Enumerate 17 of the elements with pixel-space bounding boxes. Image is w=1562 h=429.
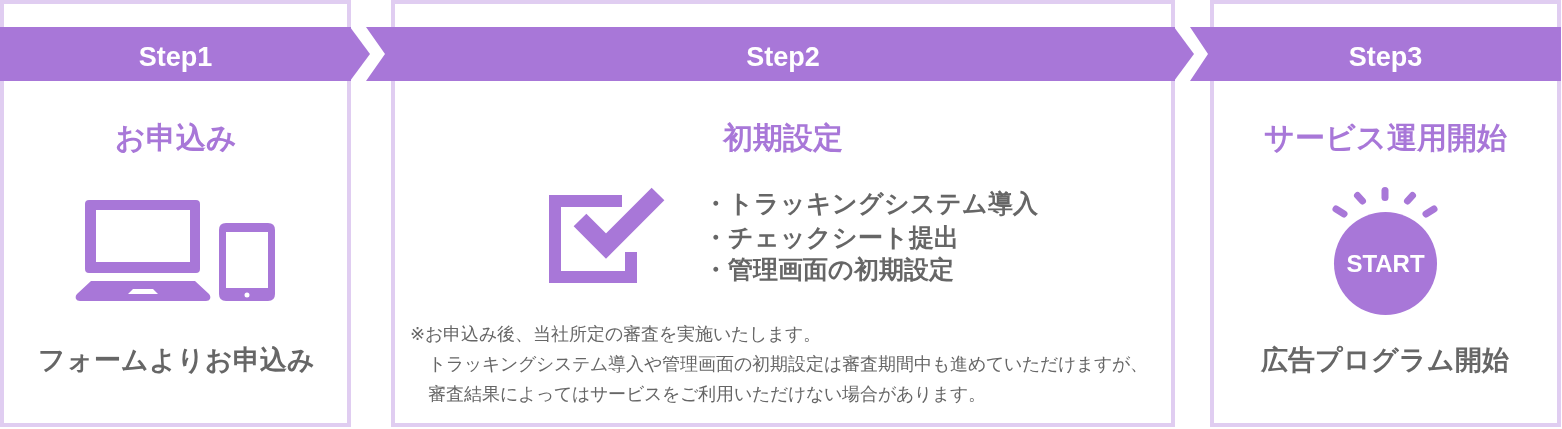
note-text: ※お申込み後、当社所定の審査を実施いたします。 xyxy=(410,321,822,346)
note-text: トラッキングシステム導入や管理画面の初期設定は審査期間中も進めていただけますが、審査結果によってはサービスをご利用いただけない場合があります。 xyxy=(428,351,1149,407)
checklist-item: ・チェックシート提出 xyxy=(703,221,959,253)
chevron-arrow xyxy=(350,27,370,81)
step-panel xyxy=(0,0,351,427)
step-title: サービス運用開始 xyxy=(1263,120,1507,156)
step-banner: Step1 xyxy=(0,27,351,81)
step-title: 初期設定 xyxy=(723,120,843,156)
checklist-item: ・管理画面の初期設定 xyxy=(703,253,954,285)
step-title: お申込み xyxy=(115,120,237,156)
checklist-item: ・トラッキングシステム導入 xyxy=(703,187,1038,219)
step-caption: フォームよりお申込み xyxy=(37,344,315,376)
step-panel xyxy=(1210,0,1561,427)
step-panel xyxy=(391,0,1175,427)
start-circle: START xyxy=(1334,212,1437,315)
chevron-arrow xyxy=(1174,27,1194,81)
step-caption: 広告プログラム開始 xyxy=(1261,344,1509,376)
